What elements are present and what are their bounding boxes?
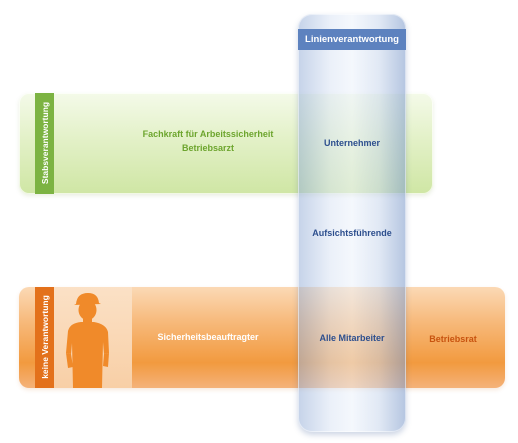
linienverantwortung-column: [298, 14, 406, 432]
worker-figure-panel: [54, 287, 132, 388]
keine-verantwortung-tab: [35, 287, 54, 388]
keine-verantwortung-label: keine Verantwortung: [39, 295, 50, 379]
aufsichtsfuehrende-label: Aufsichtsführende: [312, 228, 392, 238]
fachkraft-label: Fachkraft für Arbeitssicherheit: [142, 129, 274, 139]
worker-silhouette-icon: [66, 293, 109, 388]
betriebsrat-label: Betriebsrat: [429, 334, 477, 344]
unternehmer-label: Unternehmer: [323, 138, 381, 148]
stabsverantwortung-tab: [35, 93, 54, 194]
linienverantwortung-header: Linienverantwortung: [298, 29, 406, 50]
sicherheitsbeauftragter-label: Sicherheitsbeauftragter: [157, 332, 259, 342]
betriebsarzt-label: Betriebsarzt: [181, 143, 235, 153]
stabsverantwortung-label: Stabsverantwortung: [39, 101, 50, 185]
alle-mitarbeiter-label: Alle Mitarbeiter: [319, 333, 385, 343]
